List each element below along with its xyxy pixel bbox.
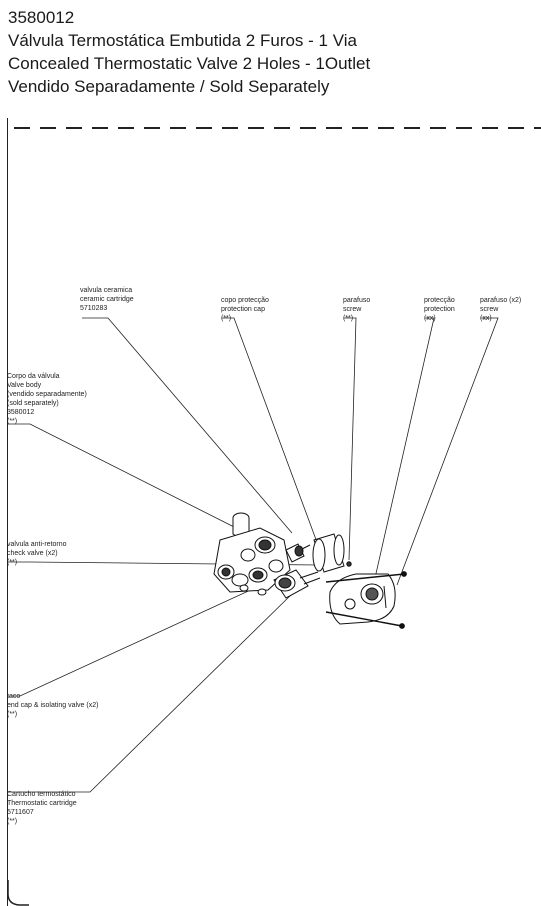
leader-protection <box>374 317 435 579</box>
leader-lines <box>7 317 499 793</box>
product-title-pt: Válvula Termostática Embutida 2 Furos - … <box>8 31 357 50</box>
leader-screw <box>344 317 357 561</box>
header: 3580012 Válvula Termostática Embutida 2 … <box>8 6 538 98</box>
sold-separately-note: Vendido Separadamente / Sold Separately <box>8 77 330 96</box>
left-border-rule <box>7 118 8 906</box>
callout-line: (xx) <box>480 315 492 322</box>
callout-line: Thermostatic cartridge <box>7 800 77 807</box>
callout-line: end cap & isolating valve (x2) <box>7 702 99 709</box>
callout-line: screw <box>343 306 362 313</box>
callout-line: (**) <box>7 711 18 718</box>
callout-screw-x2: parafuso (x2) screw (xx) <box>480 296 521 323</box>
protection-plate-drawing <box>329 573 396 625</box>
callout-line: (xx) <box>424 315 436 322</box>
screw-drawing <box>346 561 352 567</box>
callout-end-cap: taco end cap & isolating valve (x2) (**) <box>7 692 98 719</box>
callout-line: (**) <box>7 818 18 825</box>
bottom-corner-curve <box>7 880 29 906</box>
callout-thermostatic-cartridge: Cartucho termostático Thermostatic cartr… <box>7 790 77 826</box>
callout-line: valvula anti-retorno <box>7 541 67 548</box>
callout-line: taco <box>7 693 21 700</box>
callout-valve-body: Corpo da válvula Valve body (vendido sep… <box>7 372 87 426</box>
callout-line: (vendido separadamente) <box>7 391 87 398</box>
product-code: 3580012 <box>8 8 75 27</box>
callout-line: (**) <box>221 315 232 322</box>
dashed-divider <box>14 127 541 129</box>
leader-valve-body <box>8 423 245 533</box>
leader-protection-cap <box>222 317 319 546</box>
callout-line: check valve (x2) <box>7 550 58 557</box>
callout-line: 3580012 <box>7 409 35 416</box>
callout-line: (sold separately) <box>7 400 59 407</box>
leader-ceramic-cartridge <box>82 317 293 534</box>
leader-screw-x2 <box>396 317 499 586</box>
callout-ceramic-cartridge: valvula ceramica ceramic cartridge 57102… <box>80 286 134 313</box>
callout-protection-cap: copo protecção protection cap (**) <box>221 296 269 323</box>
callout-line: parafuso <box>343 297 371 304</box>
callout-line: copo protecção <box>221 297 269 304</box>
callout-line: protection cap <box>221 306 265 313</box>
callout-line: Valve body <box>7 382 42 389</box>
callout-line: (**) <box>7 418 18 425</box>
valve-body-drawing <box>213 512 291 596</box>
product-title-en: Concealed Thermostatic Valve 2 Holes - 1… <box>8 54 371 73</box>
callout-line: protecção <box>424 297 455 304</box>
callout-line: Cartucho termostático <box>7 791 76 798</box>
leader-thermostatic-cartridge <box>7 591 295 793</box>
callout-line: Corpo da válvula <box>7 373 60 380</box>
leader-end-cap <box>8 581 269 697</box>
callout-line: 5711607 <box>7 809 34 816</box>
callout-screw: parafuso screw (**) <box>343 296 370 323</box>
callout-line: 5710283 <box>80 305 108 312</box>
callout-line: ceramic cartridge <box>80 296 134 303</box>
thermostatic-cartridge-drawing <box>273 569 321 599</box>
callout-line: valvula ceramica <box>80 287 133 294</box>
callout-line: (**) <box>7 559 18 566</box>
ceramic-cartridge-drawing <box>285 543 311 563</box>
callout-line: (**) <box>343 315 354 322</box>
callout-check-valve: valvula anti-retorno check valve (x2) (*… <box>7 540 67 567</box>
callout-protection: protecção protection (xx) <box>424 296 455 323</box>
protection-cap-drawing <box>312 533 345 573</box>
callout-line: parafuso (x2) <box>480 297 522 304</box>
callout-line: screw <box>480 306 499 313</box>
long-screws-drawing <box>325 571 407 629</box>
callout-line: protection <box>424 306 455 313</box>
